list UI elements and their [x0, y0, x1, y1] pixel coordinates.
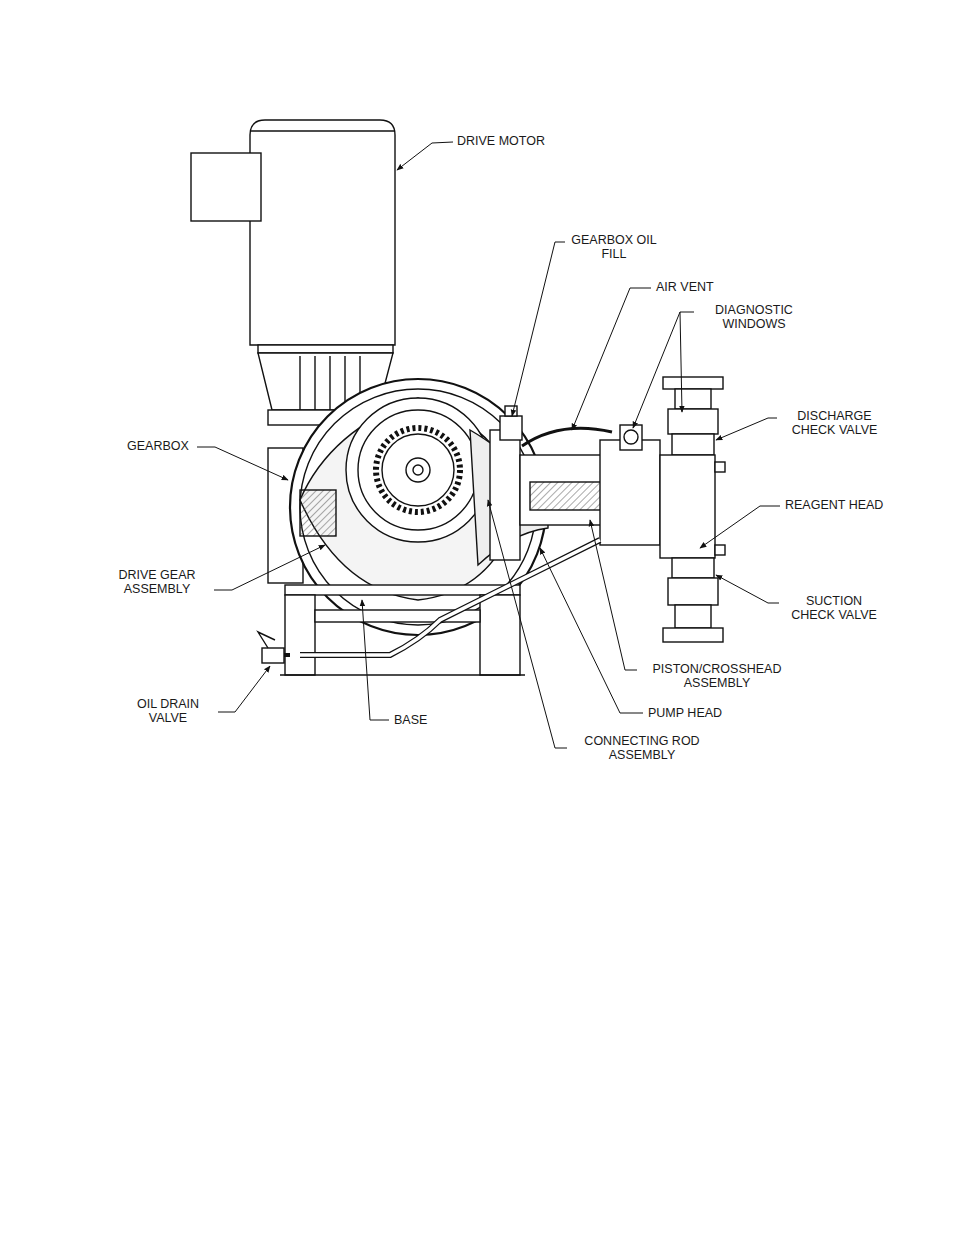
illustration-line: [212, 545, 325, 590]
illustration-line: [314, 356, 315, 410]
illustration-line: [590, 520, 637, 670]
illustration-line: [300, 540, 600, 655]
illustration-line: [346, 398, 490, 542]
illustration-line: [262, 648, 284, 663]
illustration-line: [716, 418, 777, 440]
illustration-line: [406, 458, 430, 482]
illustration-line: [358, 410, 478, 530]
illustration-line: [572, 288, 651, 430]
illustration-line: [620, 425, 642, 450]
illustration-line: [715, 545, 725, 555]
illustration-line: [500, 416, 522, 440]
part-label: PISTON/CROSSHEAD ASSEMBLY: [640, 663, 794, 690]
illustration-line: [675, 605, 711, 628]
illustration-line: [700, 506, 780, 548]
illustration-line: [285, 595, 315, 675]
illustration-line: [716, 575, 779, 603]
illustration-line: [490, 430, 520, 560]
illustration-line: [280, 674, 525, 675]
part-label: DISCHARGE CHECK VALVE: [780, 410, 889, 437]
illustration-line: [633, 312, 694, 428]
part-label: OIL DRAIN VALVE: [120, 698, 216, 725]
illustration-line: [600, 440, 660, 545]
part-label: PUMP HEAD: [646, 707, 724, 721]
illustration-line: [668, 409, 718, 434]
illustration-line: [300, 540, 600, 655]
illustration-line: [522, 428, 612, 446]
illustration-line: [672, 434, 714, 455]
illustration-line: [329, 356, 330, 410]
illustration-line: [540, 548, 643, 713]
illustration-line: [680, 312, 682, 412]
illustration-line: [480, 595, 520, 675]
illustration-line: [413, 465, 423, 475]
illustration-line: [258, 345, 393, 353]
part-label: GEARBOX: [125, 440, 191, 454]
illustration-line: [663, 628, 723, 642]
illustration-line: [382, 434, 454, 506]
valve-stack: [660, 377, 725, 642]
illustration-line: [197, 447, 288, 480]
illustration-line: [505, 406, 517, 416]
illustration-line: [300, 490, 336, 536]
illustration-line: [397, 142, 453, 170]
illustration-line: [660, 455, 715, 558]
illustration-line: [299, 356, 300, 410]
part-label: DRIVE MOTOR: [455, 135, 547, 149]
illustration-line: [285, 585, 520, 595]
illustration-line: [250, 120, 395, 345]
part-label: SUCTION CHECK VALVE: [782, 595, 886, 622]
part-label: AIR VENT: [654, 281, 716, 295]
part-label: DRIVE GEAR ASSEMBLY: [100, 569, 214, 596]
drive-motor: [191, 120, 395, 425]
illustration-line: [362, 600, 389, 720]
illustration-line: [663, 377, 723, 389]
leader-lines: [197, 142, 780, 748]
illustration-line: [258, 632, 275, 648]
illustration-line: [624, 430, 638, 444]
illustration-line: [376, 428, 460, 512]
part-label: REAGENT HEAD: [783, 499, 885, 513]
base: [258, 540, 600, 675]
illustration-line: [250, 130, 395, 131]
illustration-line: [512, 242, 565, 416]
pump-head: [470, 406, 660, 565]
illustration-line: [191, 153, 261, 221]
part-label: DIAGNOSTIC WINDOWS: [697, 304, 811, 331]
illustration-line: [672, 558, 714, 578]
part-label: BASE: [392, 714, 429, 728]
part-label: CONNECTING ROD ASSEMBLY: [570, 735, 714, 762]
part-label: GEARBOX OIL FILL: [567, 234, 661, 261]
illustration-line: [668, 578, 718, 605]
illustration-line: [675, 389, 711, 409]
illustration-line: [488, 500, 567, 748]
illustration-line: [715, 462, 725, 472]
illustration-line: [218, 666, 270, 712]
